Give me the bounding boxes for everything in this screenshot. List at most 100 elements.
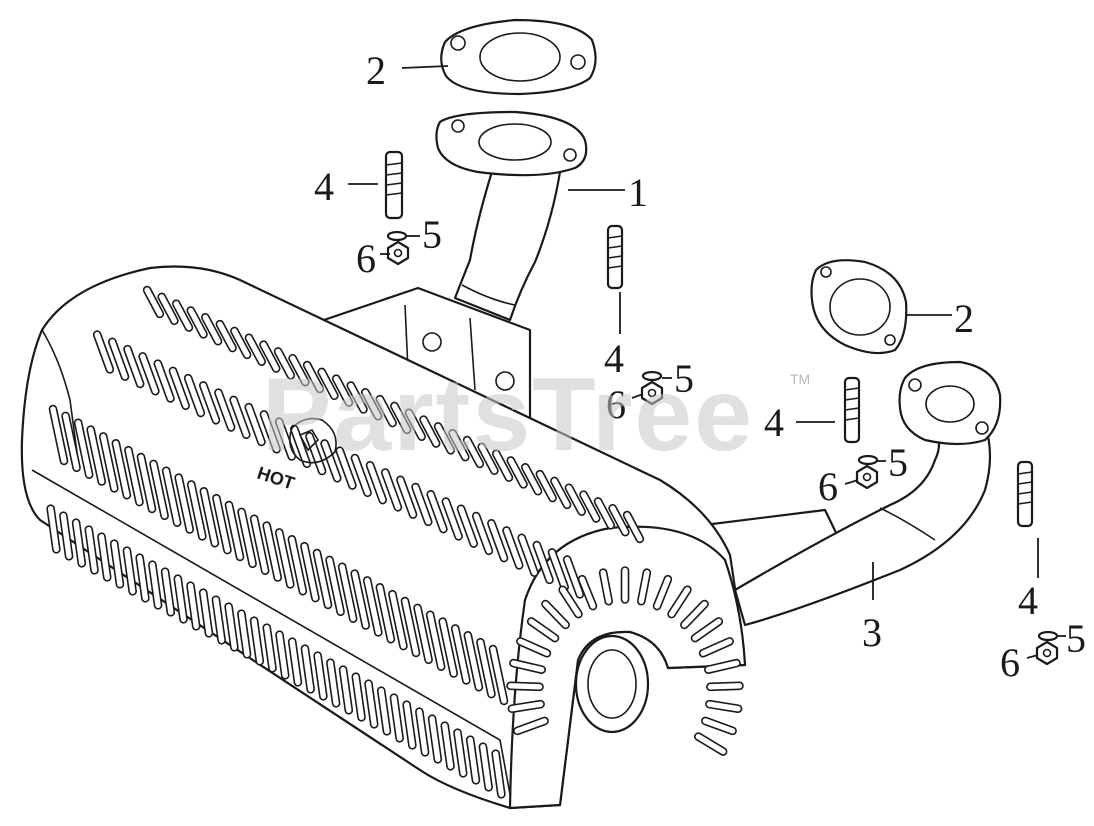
- vent-slot: [541, 599, 570, 630]
- vent-slot: [471, 511, 494, 556]
- vent-slot: [98, 432, 119, 493]
- vent-slot: [441, 497, 463, 541]
- vent-slot: [388, 589, 408, 651]
- vent-slot: [244, 333, 266, 366]
- vent-slot: [274, 528, 295, 589]
- vent-slot: [438, 617, 459, 678]
- vent-slot: [698, 637, 734, 658]
- vent-slot: [61, 411, 81, 473]
- vent-slot: [535, 469, 557, 503]
- vent-slot: [579, 490, 601, 523]
- vent-slot: [84, 525, 99, 575]
- vent-slot: [92, 330, 115, 374]
- vent-slot: [706, 681, 744, 692]
- vent-slot: [48, 404, 69, 466]
- vent-slot: [214, 388, 236, 432]
- vent-slot: [97, 532, 112, 582]
- gasket-top: [440, 18, 597, 96]
- vent-slot: [491, 749, 506, 799]
- vent-slot: [229, 395, 251, 440]
- vent-slot: [331, 374, 354, 407]
- vent-slot: [396, 475, 418, 519]
- vent-slot: [46, 504, 61, 554]
- vent-slot: [199, 487, 220, 548]
- nut-left-top: [386, 240, 410, 266]
- washer-far-right: [1037, 630, 1059, 642]
- vent-slot: [453, 728, 468, 778]
- vent-slot: [108, 337, 130, 381]
- vent-slot: [136, 452, 157, 514]
- vent-slot: [476, 637, 496, 699]
- vent-slot: [667, 585, 692, 619]
- vent-slot: [425, 610, 446, 671]
- callout-nut-left-top: 6: [356, 236, 376, 281]
- watermark-trademark: TM: [790, 371, 810, 387]
- vent-slot: [526, 617, 560, 643]
- vent-slot: [507, 699, 545, 713]
- vent-slot: [302, 360, 325, 394]
- vent-slot: [123, 344, 145, 389]
- vent-slot: [186, 581, 201, 631]
- vent-slot: [463, 631, 484, 692]
- vent-slot: [680, 599, 709, 630]
- vent-slot: [562, 555, 585, 599]
- vent-slot: [237, 609, 252, 659]
- vent-slot: [135, 553, 150, 603]
- vent-slot: [305, 431, 327, 476]
- vent-slot: [274, 417, 297, 461]
- vent-slot: [287, 535, 308, 596]
- shield-side-slots: [46, 404, 509, 799]
- callout-exhaust-pipe-right: 3: [862, 610, 882, 655]
- callout-washer-left-top: 5: [422, 212, 442, 257]
- vent-slot: [249, 616, 265, 666]
- vent-slot: [477, 442, 499, 476]
- vent-slot: [622, 510, 645, 544]
- stud-mid: [606, 224, 624, 290]
- vent-slot: [124, 445, 144, 507]
- vent-slot: [111, 439, 132, 500]
- vent-slot: [413, 603, 433, 665]
- vent-slot: [705, 699, 743, 713]
- vent-slot: [564, 483, 586, 516]
- vent-slot: [465, 735, 481, 785]
- vent-slot: [693, 732, 728, 756]
- vent-slot: [201, 313, 223, 346]
- callout-numbers: 2 1 4 5 6 4 5 6 2 4 5 6 3 4 5 6: [314, 48, 1086, 685]
- vent-slot: [59, 511, 74, 561]
- vent-slot: [138, 352, 160, 396]
- vent-slot: [148, 560, 163, 610]
- vent-slot: [365, 460, 388, 505]
- callout-stud-far-right: 4: [1018, 578, 1038, 623]
- vent-slot: [171, 299, 194, 332]
- vent-slot: [326, 658, 341, 708]
- vent-slot: [300, 644, 315, 694]
- vent-slot: [351, 672, 366, 722]
- washer-left-top: [386, 230, 408, 242]
- vent-slot: [86, 425, 107, 486]
- vent-slot: [478, 742, 493, 792]
- vent-slot: [122, 546, 137, 596]
- vent-slot: [450, 624, 471, 685]
- vent-slot: [491, 449, 514, 482]
- vent-slot: [230, 326, 252, 360]
- callout-gasket-right: 2: [954, 296, 974, 341]
- vent-slot: [275, 630, 290, 680]
- vent-slot: [376, 686, 392, 736]
- vent-slot: [312, 548, 333, 610]
- vent-slot: [404, 408, 426, 441]
- vent-slot: [375, 394, 397, 428]
- vent-slot: [415, 707, 430, 757]
- vent-slot: [532, 540, 554, 585]
- vent-slot: [502, 526, 524, 570]
- vent-slot: [488, 644, 509, 706]
- vent-slot: [186, 306, 208, 339]
- vent-slot: [71, 518, 87, 568]
- vent-slot: [289, 424, 312, 469]
- vent-slot: [448, 428, 470, 462]
- washer-right: [857, 454, 879, 466]
- vent-slot: [440, 721, 455, 771]
- shield-top-slots: [92, 285, 645, 599]
- vent-slot: [313, 651, 328, 701]
- washer-mid: [641, 370, 663, 382]
